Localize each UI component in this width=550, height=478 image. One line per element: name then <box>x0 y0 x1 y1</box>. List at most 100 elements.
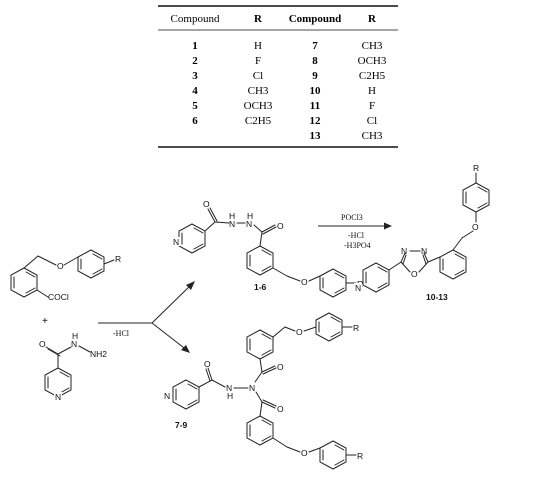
table-cell-compound: 1 <box>192 40 198 52</box>
lower-carbonyl <box>255 391 277 417</box>
lower-carbonyl-oxygen: O <box>277 404 284 414</box>
pyridine-ring <box>362 262 390 293</box>
table-cell-r: Cl <box>253 70 263 82</box>
pyridine-nitrogen-atom: N <box>355 283 361 293</box>
diacylhydrazine-chain <box>204 207 277 247</box>
table-cell-r: C2H5 <box>359 70 386 82</box>
branching-arrows <box>98 281 195 353</box>
table-cell-r: F <box>369 100 375 112</box>
arrow-upper-branch <box>151 282 194 324</box>
byproduct-hcl: -HCl <box>348 231 365 240</box>
benzene-ring <box>439 249 467 280</box>
pyridine-n-mask <box>172 237 180 246</box>
branch-condition: -HCl <box>113 329 130 338</box>
r-substituent-label: R <box>115 254 121 264</box>
r-substituent-label: R <box>473 163 479 173</box>
hydrazide-hydrogen-1: H <box>229 211 235 221</box>
central-nitrogen-atom: N <box>249 383 255 393</box>
oxadiazole-oxygen: O <box>411 269 418 279</box>
aryl-ring <box>77 249 115 279</box>
upper-aryl-ring <box>315 312 353 342</box>
ether-oxygen-atom: O <box>57 261 64 271</box>
lower-benzene-ring <box>246 415 274 446</box>
lower-ether-oxygen: O <box>301 448 308 458</box>
benzylic-ether-chain <box>272 267 321 282</box>
table-cell-r: CH3 <box>362 130 383 142</box>
amide-hydrogen-atom: H <box>72 331 78 341</box>
arrow-lower-branch <box>151 322 189 352</box>
product-1-6-structure: N O N H N H O O <box>172 199 363 298</box>
table-cell-r: H <box>254 40 262 52</box>
table-cell-compound: 7 <box>312 40 318 52</box>
pyridyl-bond <box>388 261 402 271</box>
aryl-ring <box>462 182 490 213</box>
product-10-13-structure: R O N N <box>354 163 490 293</box>
table-header-r-2: R <box>368 13 377 25</box>
oxadiazole-nitrogen-1: N <box>401 246 407 256</box>
product-7-9-structure: R O O N N H O <box>163 312 363 470</box>
pyridine-nitrogen-atom: N <box>173 237 179 247</box>
table-cell-r: C2H5 <box>245 115 272 127</box>
pyridine-ring <box>172 379 200 410</box>
table-left-column: 1 H 2 F 3 Cl 4 CH3 5 OCH3 6 C2H5 <box>192 40 273 127</box>
acyl-chloride-structure: O R COCl <box>10 249 121 302</box>
isonicotinoyl-oxygen: O <box>204 359 211 369</box>
pyridine-nitrogen-atom: N <box>55 392 61 402</box>
isoniazid-structure: N O N H NH2 <box>39 331 107 402</box>
hydrazide-nitrogen-2: N <box>246 219 252 229</box>
table-cell-compound: 13 <box>310 130 322 142</box>
pyridine-n-mask <box>163 391 172 400</box>
hydrazide-chain <box>45 345 91 369</box>
lower-ether-chain <box>272 437 321 453</box>
table-cell-compound: 2 <box>192 55 198 67</box>
table-header-compound-2: Compound <box>289 13 342 25</box>
table-cell-r: F <box>255 55 261 67</box>
carbonyl-oxygen-atom: O <box>39 339 46 349</box>
oxadiazole-ring <box>400 250 441 273</box>
ether-oxygen-atom: O <box>301 277 308 287</box>
hydrazide-hydrogen-2: H <box>247 211 253 221</box>
hydrazide-nitrogen-1: N <box>229 219 235 229</box>
table-cell-compound: 5 <box>192 100 198 112</box>
table-cell-r: Cl <box>367 115 377 127</box>
table-cell-compound: 6 <box>192 115 198 127</box>
upper-ether-chain <box>272 326 317 338</box>
compound-label-10-13: 10-13 <box>426 292 448 302</box>
compound-label-7-9: 7-9 <box>175 420 188 430</box>
pyridine-n-mask <box>354 283 362 292</box>
hydrazide-hydrogen-atom: H <box>227 391 233 401</box>
carbonyl-bond <box>36 289 49 298</box>
cyclization-arrow <box>318 222 392 230</box>
plus-sign: + <box>42 316 48 327</box>
arrow-lower-head <box>181 345 190 353</box>
aryl-ring <box>319 268 357 298</box>
hydrazide-nitrogen-atom: N <box>226 383 232 393</box>
amino-group-label: NH2 <box>90 349 107 359</box>
isonicotinoyl-chain <box>198 367 226 388</box>
cocl-group-label: COCl <box>48 292 69 302</box>
upper-carbonyl <box>254 358 277 383</box>
benzene-ring <box>10 267 38 298</box>
amide-nitrogen-atom: N <box>71 339 77 349</box>
table-cell-compound: 10 <box>310 85 322 97</box>
pyridine-nitrogen-atom: N <box>164 391 170 401</box>
arrow-upper-head <box>186 281 195 290</box>
table-cell-compound: 11 <box>310 100 320 112</box>
table-header-r-1: R <box>254 13 263 25</box>
table-cell-compound: 12 <box>310 115 322 127</box>
table-right-column: 7 CH3 8 OCH3 9 C2H5 10 H 11 F 12 Cl 13 C… <box>310 40 387 142</box>
table-cell-r: OCH3 <box>244 100 273 112</box>
reagent-pocl3: POCl3 <box>341 213 363 222</box>
table-cell-compound: 8 <box>312 55 318 67</box>
table-cell-compound: 3 <box>192 70 198 82</box>
carbonyl-oxygen-1: O <box>203 199 210 209</box>
table-cell-compound: 4 <box>192 85 198 97</box>
compound-label-1-6: 1-6 <box>254 282 267 292</box>
upper-benzene-ring <box>246 329 274 360</box>
substituent-table: Compound R Compound R 1 H 2 F 3 Cl 4 CH3… <box>158 5 398 148</box>
upper-carbonyl-oxygen: O <box>277 362 284 372</box>
r-substituent-label-lower: R <box>357 451 363 461</box>
ether-oxygen-atom: O <box>472 222 479 232</box>
lower-aryl-ring <box>319 440 357 470</box>
